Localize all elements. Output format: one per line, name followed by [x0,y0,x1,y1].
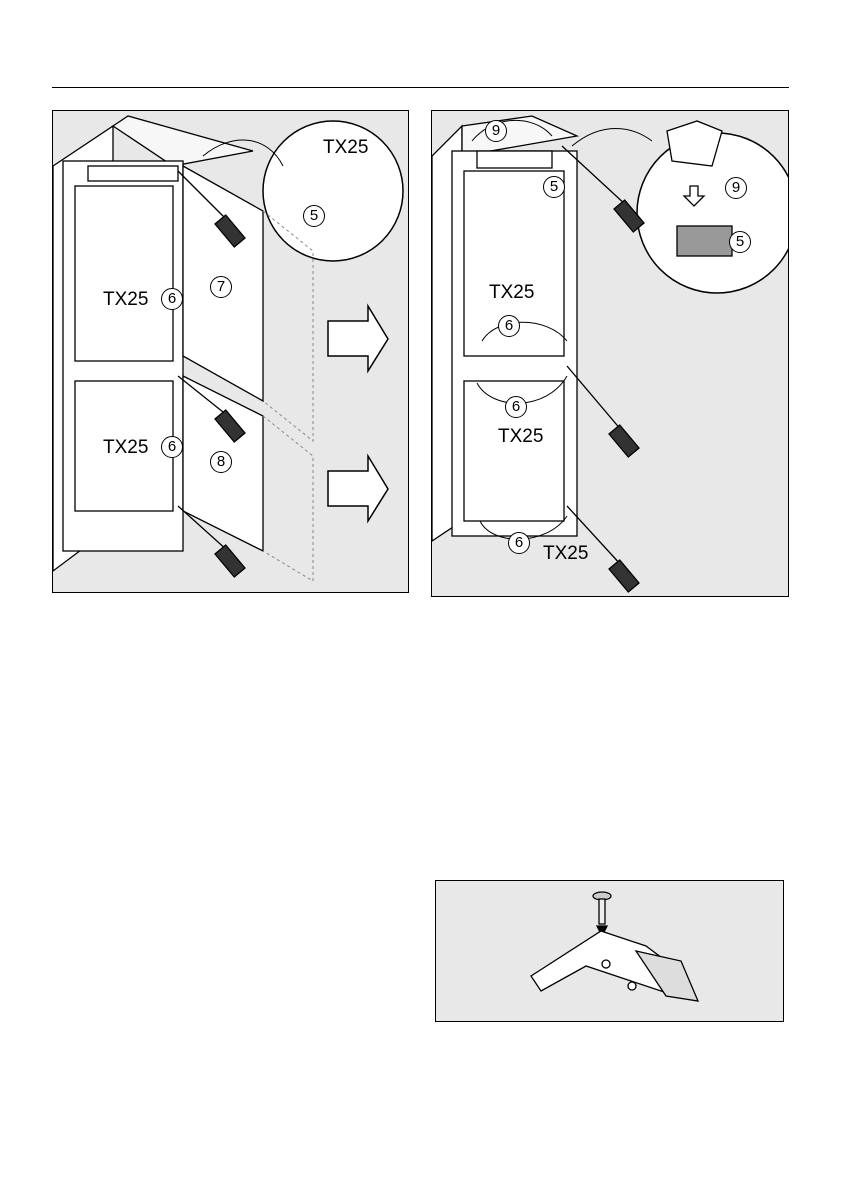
callout-9-left: 9 [485,120,507,142]
callout-5-zoom: 5 [729,231,751,253]
callout-8: 8 [210,451,232,473]
figure-hinge-removal: 9 5 9 5 TX25 6 6 TX25 6 TX25 [431,110,789,597]
callout-6-upper: 6 [498,315,520,337]
callout-6-lower: 6 [508,532,530,554]
door-removal-illustration [53,111,409,593]
callout-7: 7 [210,276,232,298]
callout-6-middle: 6 [505,396,527,418]
figure-hinge-detail [435,880,784,1022]
callout-6-lower: 6 [161,436,183,458]
callout-9-zoom: 9 [725,177,747,199]
callout-5: 5 [303,205,325,227]
tool-label-tx25-lower: TX25 [543,544,588,563]
callout-6-upper: 6 [161,288,183,310]
hinge-screw-illustration [436,881,784,1022]
tool-label-tx25-top: TX25 [323,138,368,157]
tool-label-tx25-upper: TX25 [103,290,148,309]
figure-door-removal: TX25 TX25 TX25 7 8 6 6 5 [52,110,409,593]
callout-5-left: 5 [543,176,565,198]
tool-label-tx25-lower: TX25 [103,438,148,457]
tool-label-tx25-middle: TX25 [498,427,543,446]
header-rule [52,87,789,88]
tool-label-tx25-upper: TX25 [489,283,534,302]
